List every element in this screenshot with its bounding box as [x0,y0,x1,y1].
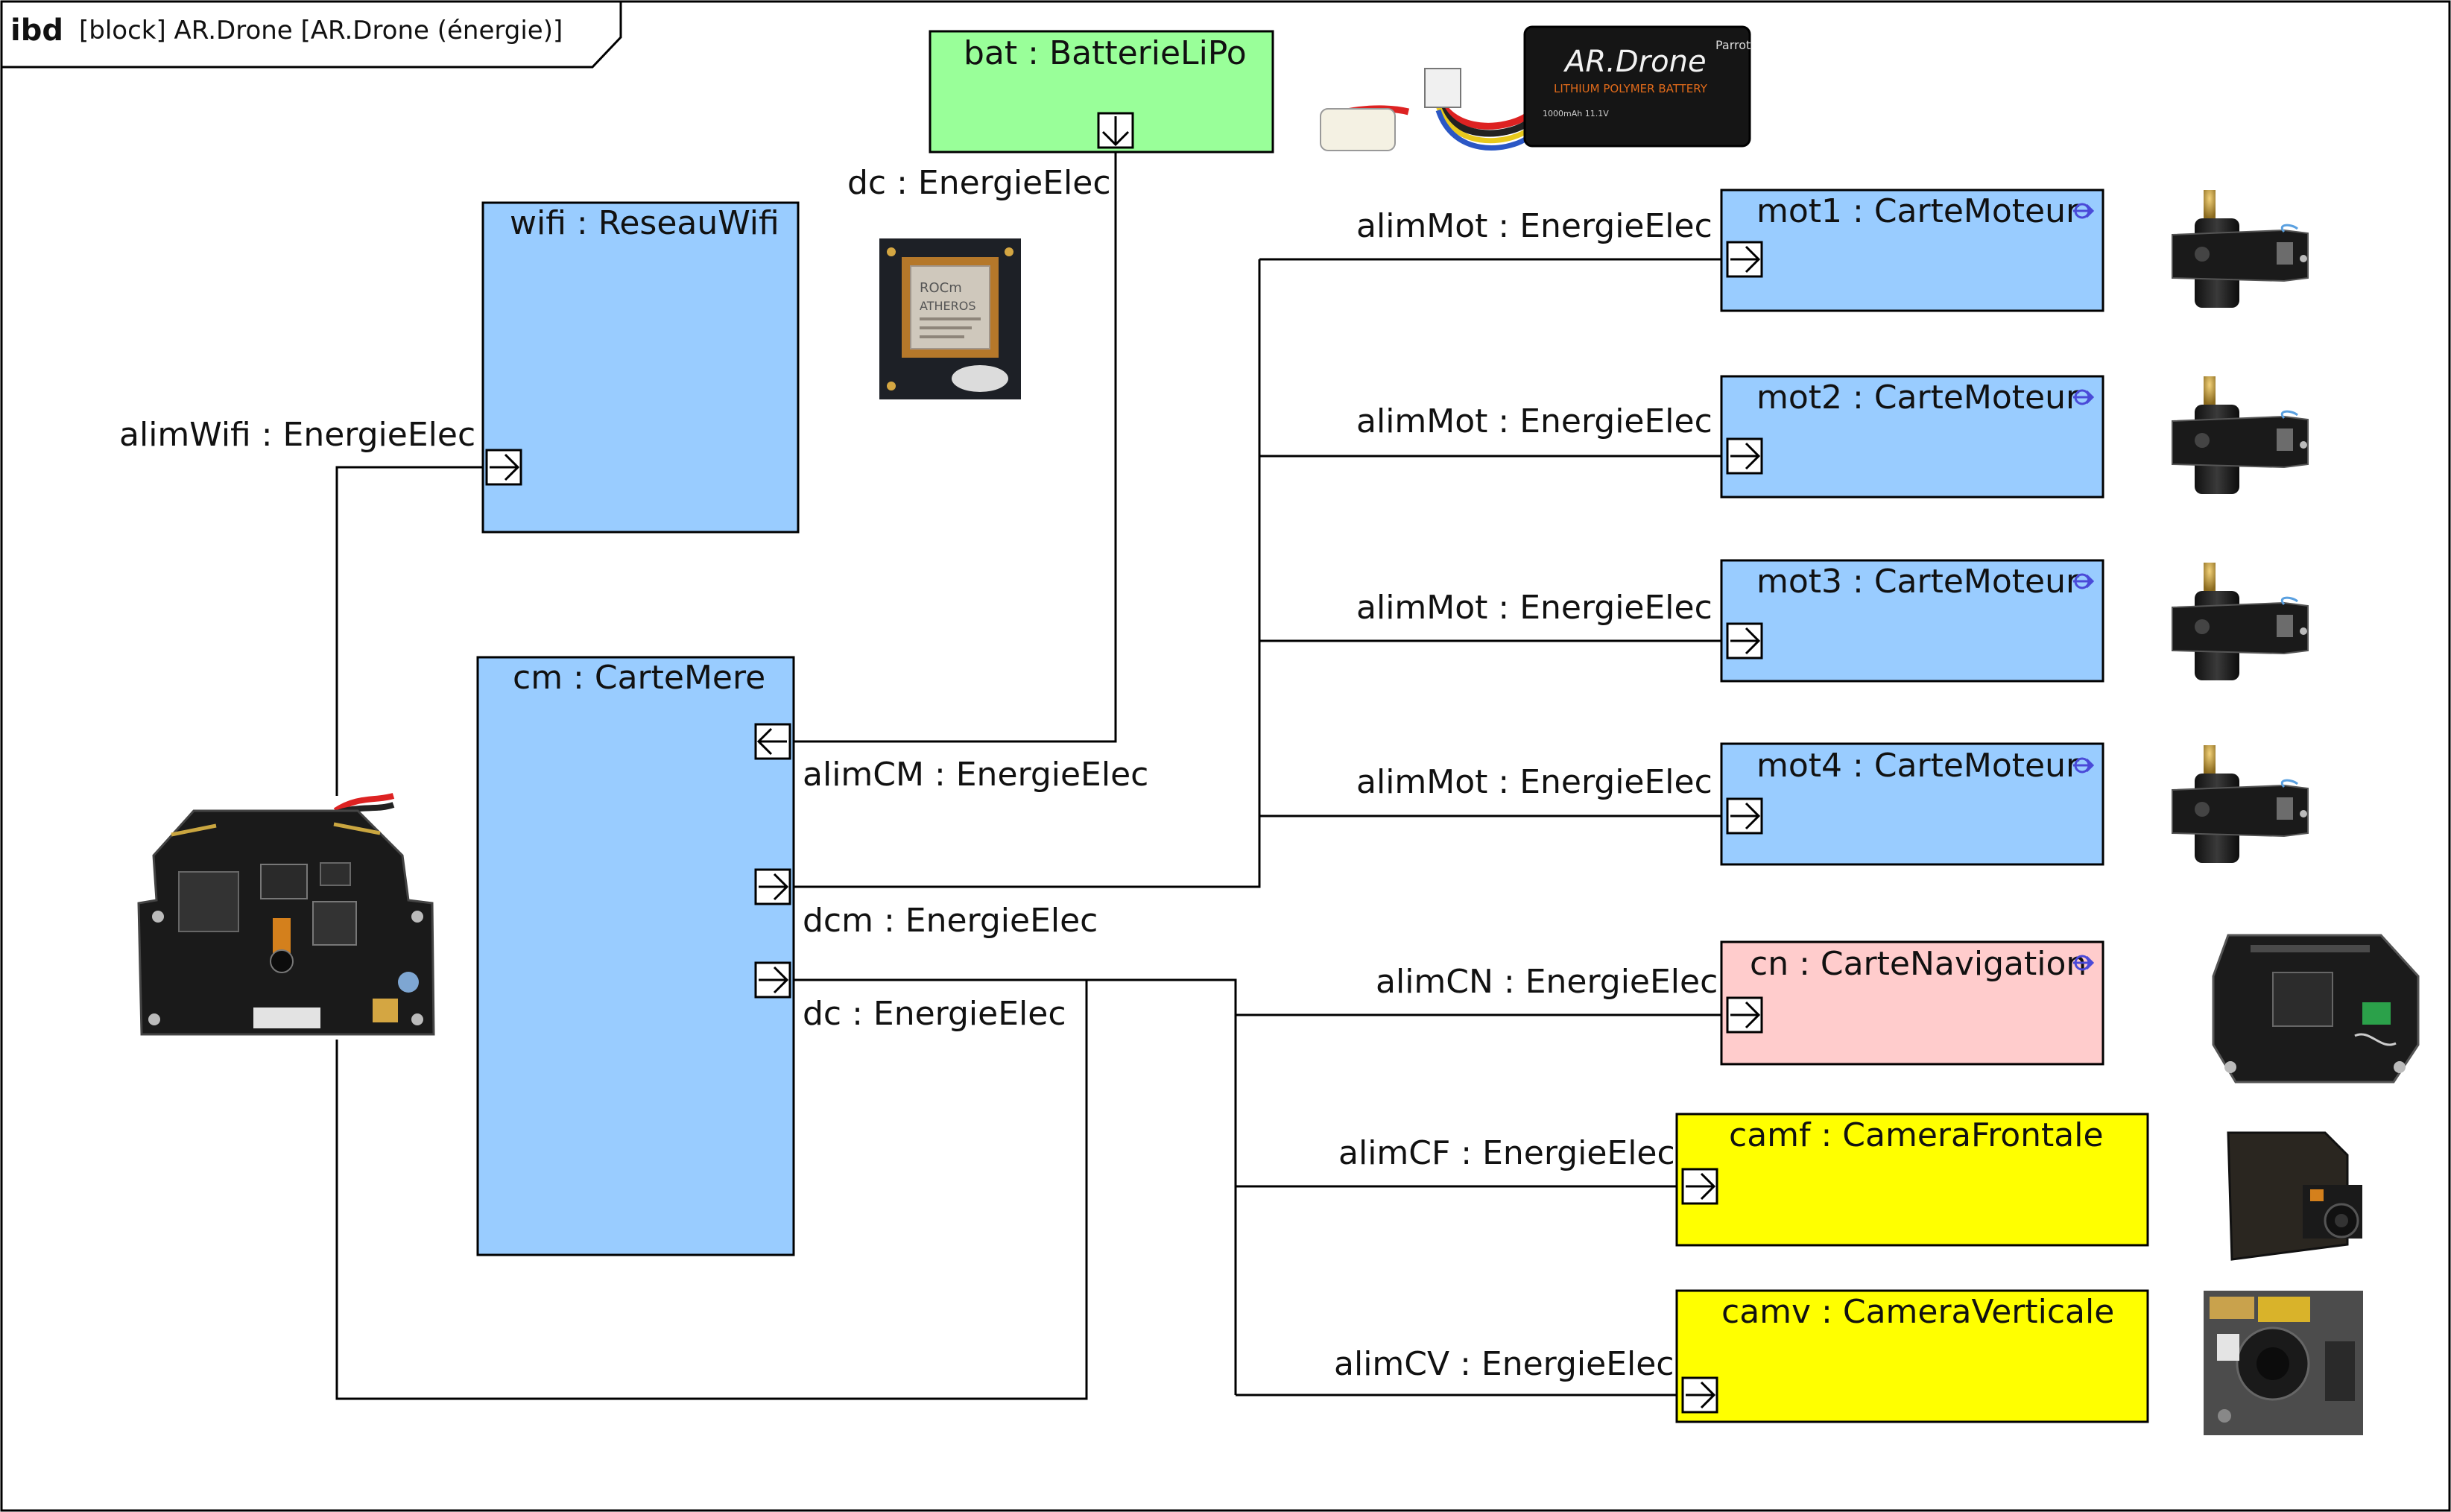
wifi-chip-photo: ROCm ATHEROS [879,238,1021,399]
motor1-photo [2172,190,2309,308]
block-cn[interactable]: cn : CarteNavigation [1720,940,2104,1066]
block-wifi-title: wifi : ReseauWifi [510,204,779,242]
block-mot1-title: mot1 : CarteMoteur [1756,192,2080,230]
port-label-cm-dcm: dcm : EnergieElec [803,902,1098,940]
port-label-cn-alim: alimCN : EnergieElec [1376,963,1718,1001]
port-wifi-alim[interactable] [485,449,522,486]
port-mot3-alim[interactable] [1726,622,1763,659]
block-mot2-title: mot2 : CarteMoteur [1756,379,2080,417]
port-label-camf-alim: alimCF : EnergieElec [1338,1134,1675,1172]
port-bat-dc[interactable] [1097,112,1134,149]
motor4-photo [2172,745,2309,863]
port-label-mot1-alim: alimMot : EnergieElec [1356,207,1712,245]
block-camv-title: camv : CameraVerticale [1721,1293,2114,1331]
port-label-camv-alim: alimCV : EnergieElec [1334,1345,1674,1383]
block-stereotype-icons [2073,203,2095,971]
port-label-mot2-alim: alimMot : EnergieElec [1356,402,1712,440]
block-cm-title: cm : CarteMere [513,659,765,697]
vertical-camera-photo [2204,1291,2363,1435]
connector-wires [335,148,1721,1400]
frame-header-tab [1,1,622,69]
block-bat-title: bat : BatterieLiPo [964,34,1247,72]
battery-name: AR.Drone [1563,45,1707,79]
frame-title: [block] AR.Drone [AR.Drone (énergie)] [79,16,563,45]
block-cn-title: cn : CarteNavigation [1750,945,2087,983]
motor2-photo [2172,376,2309,494]
block-mot4-title: mot4 : CarteMoteur [1756,747,2080,785]
block-wifi[interactable]: wifi : ReseauWifi [481,201,800,534]
navboard-photo [2212,934,2420,1084]
port-mot2-alim[interactable] [1726,437,1763,475]
port-mot4-alim[interactable] [1726,797,1763,835]
block-mot1[interactable]: mot1 : CarteMoteur [1720,189,2104,312]
block-mot3[interactable]: mot3 : CarteMoteur [1720,559,2104,683]
port-label-bat-dc: dc : EnergieElec [847,164,1111,202]
chip-brand: ROCm [920,280,962,296]
port-label-mot4-alim: alimMot : EnergieElec [1356,763,1712,801]
frame-keyword: ibd [10,13,63,48]
port-cm-dc[interactable] [754,961,791,999]
battery-specs: 1000mAh 11.1V [1543,109,1609,118]
motherboard-photo [137,793,435,1036]
port-cm-dcm[interactable] [754,868,791,905]
block-cm[interactable]: cm : CarteMere [476,656,795,1256]
battery-brand: Parrot [1715,38,1751,52]
motor3-photo [2172,563,2309,680]
port-label-wifi-alim: alimWifi : EnergieElec [119,416,475,454]
port-label-mot3-alim: alimMot : EnergieElec [1356,589,1712,627]
chip-name: ATHEROS [920,299,975,313]
port-label-cm-alim: alimCM : EnergieElec [803,756,1148,794]
block-camf-title: camf : CameraFrontale [1729,1116,2104,1154]
port-cm-alim[interactable] [754,723,791,760]
port-mot1-alim[interactable] [1726,241,1763,278]
battery-photo: Parrot AR.Drone LITHIUM POLYMER BATTERY … [1320,25,1751,151]
block-camv[interactable]: camv : CameraVerticale [1675,1289,2149,1423]
port-camf-alim[interactable] [1681,1168,1718,1205]
block-mot3-title: mot3 : CarteMoteur [1756,563,2080,601]
battery-subtitle: LITHIUM POLYMER BATTERY [1554,82,1708,95]
block-camf[interactable]: camf : CameraFrontale [1675,1113,2149,1247]
block-mot4[interactable]: mot4 : CarteMoteur [1720,742,2104,866]
port-camv-alim[interactable] [1681,1376,1718,1414]
port-label-cm-dc: dc : EnergieElec [803,995,1066,1033]
block-mot2[interactable]: mot2 : CarteMoteur [1720,375,2104,499]
port-cn-alim[interactable] [1726,996,1763,1034]
front-camera-photo [2221,1127,2367,1262]
